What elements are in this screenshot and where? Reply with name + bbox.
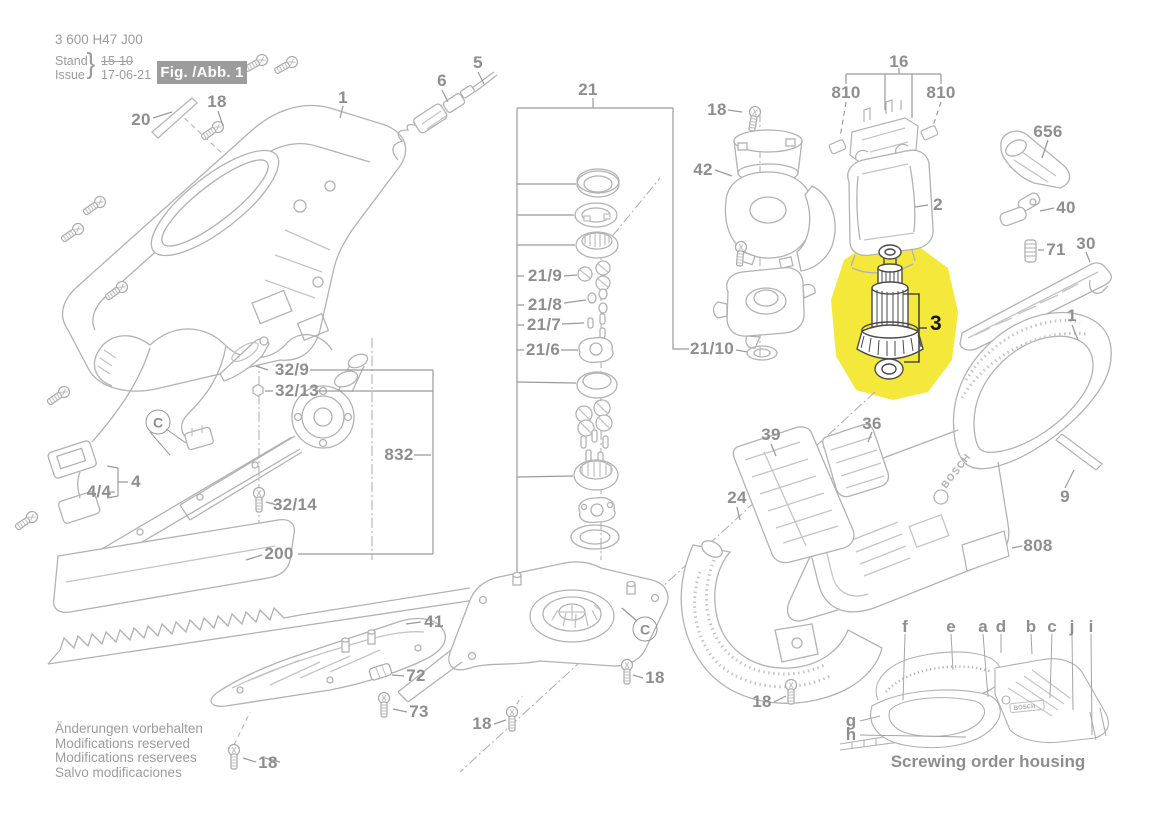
loop-handle-24 [680,506,883,704]
guard-36 [822,423,890,498]
blade-gearbox-832 [47,336,476,665]
stand-label: Stand [55,54,88,68]
guard-39 [732,426,855,564]
left-housing-shell [61,104,407,392]
strip-20 [151,97,198,139]
part-number: 3 600 H47 J00 [55,32,143,47]
inset-drawing [839,651,1109,751]
brand-on-inset: BOSCH [1014,704,1036,712]
gear-plate [397,561,669,703]
inset-caption: Screwing order housing [890,752,1086,771]
old-date: 15-10 [101,54,133,68]
lever-40 [999,192,1055,227]
bracket-21 [516,98,749,578]
gear-stack-21 [570,168,620,550]
handle-cap-656 [1000,130,1071,189]
cable-plug-5-6 [392,71,498,161]
wiring-harness-4 [47,328,333,524]
spring-71 [1024,239,1044,263]
armature-3 [856,244,927,380]
label-plate-808 [961,530,1023,572]
leader-lines [152,71,1079,763]
figure-label: Fig. /Abb. 1 [157,61,247,84]
main-housing-1 [787,311,1112,622]
inset-leader-lines [859,633,1093,738]
issue-label: Issue [55,68,85,82]
disclaimer-line: Modifications reserved [55,735,191,751]
disclaimer-line: Änderungen vorbehalten [55,721,203,736]
issue-date: 17-06-21 [101,68,152,82]
disclaimer-line: Modifications reservees [55,750,197,765]
brace-glyph: } [86,48,96,80]
brand-on-housing: BOSCH [940,452,974,491]
sleeve-72 [368,663,393,681]
rail-30 [959,251,1112,351]
bracket-832 [245,365,434,561]
blade-cover-41 [210,617,523,746]
stator-2 [847,143,934,274]
disclaimer-block: Änderungen vorbehalten Modifications res… [55,721,203,780]
disclaimer-line: Salvo modificaciones [55,764,182,780]
clamp-21-10 [712,266,816,361]
strip-9 [1055,433,1103,489]
bracket-16 [839,68,942,139]
